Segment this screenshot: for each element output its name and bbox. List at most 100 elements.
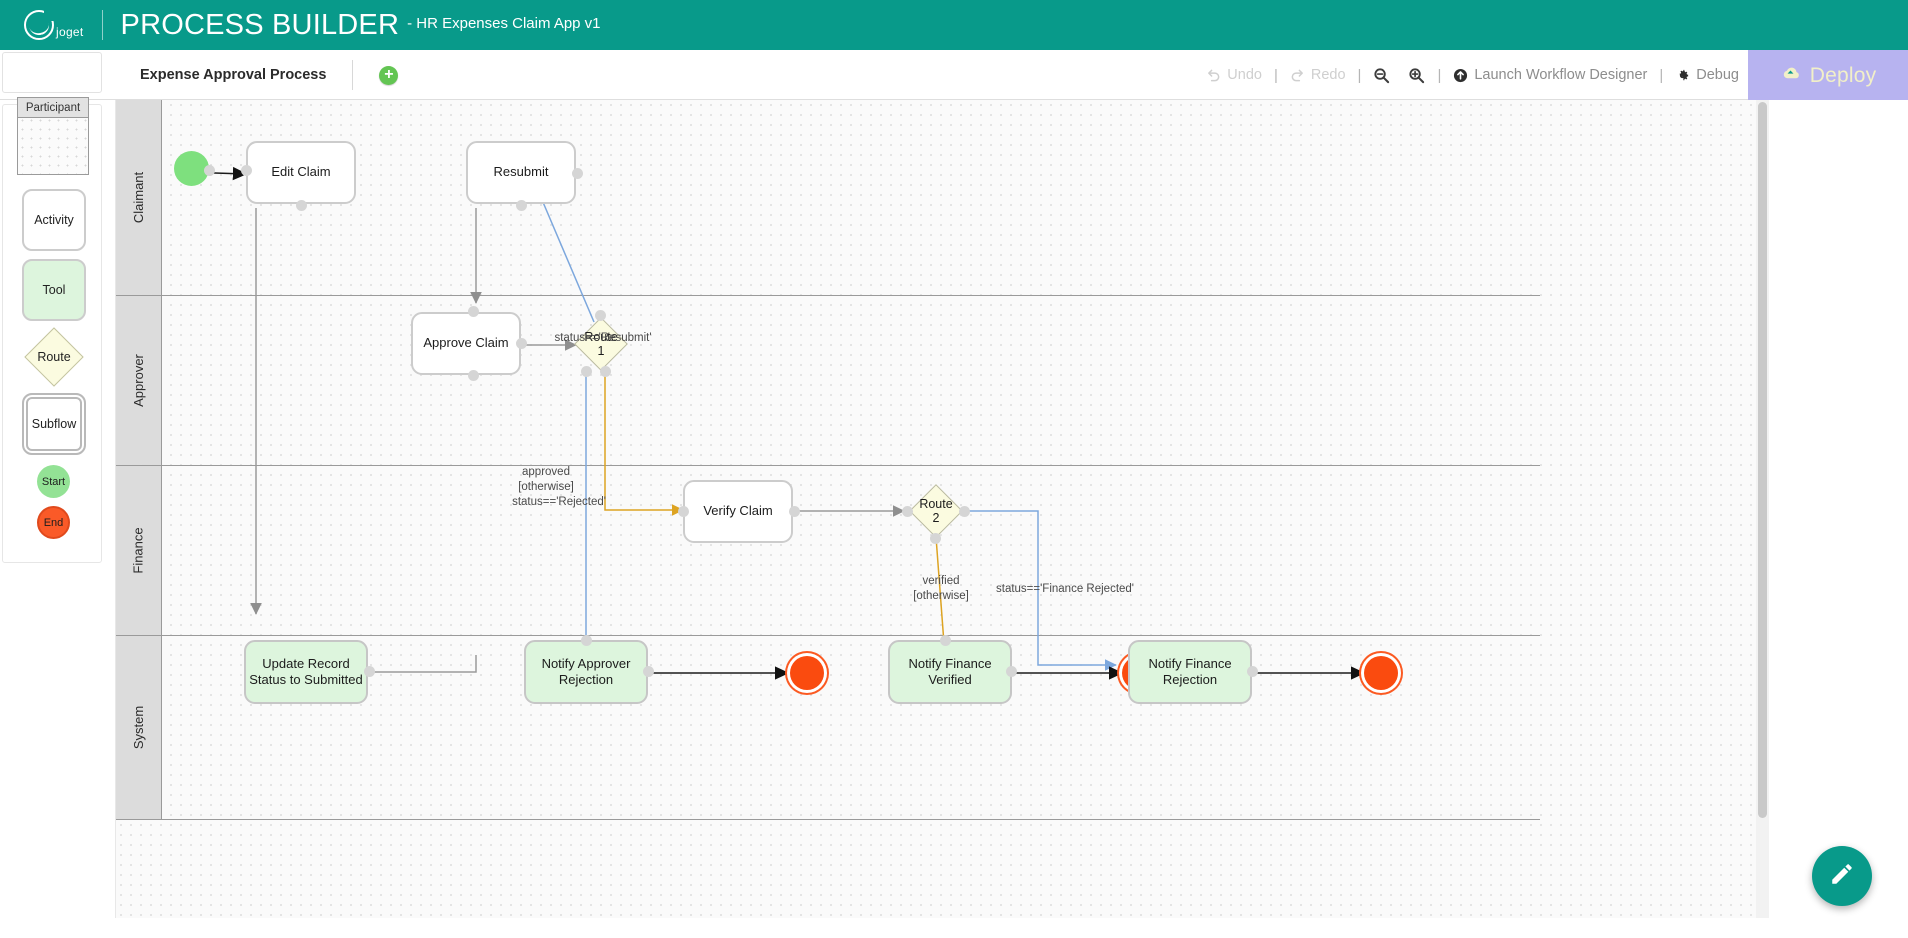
edge-label-approved: approved	[522, 466, 570, 478]
undo-label: Undo	[1227, 67, 1262, 83]
palette-item-start[interactable]: Start	[37, 465, 70, 498]
palette-item-subflow[interactable]: Subflow	[22, 393, 86, 455]
tab-expense-approval-process[interactable]: Expense Approval Process	[140, 67, 327, 83]
node-resubmit-label: Resubmit	[493, 164, 549, 180]
node-route-1-label-line2: 1	[597, 344, 605, 358]
joget-logo[interactable]: joget	[24, 10, 84, 40]
swimlane-approver-label: Approver	[131, 354, 146, 407]
node-route-2[interactable]: Route 2	[906, 482, 966, 540]
port-notify-approver-top	[581, 635, 592, 646]
node-verify-claim-label: Verify Claim	[703, 503, 773, 519]
palette-item-end-label: End	[43, 516, 64, 529]
node-verify-claim[interactable]: Verify Claim	[683, 480, 793, 543]
swimlane-approver[interactable]: Approver	[116, 296, 1540, 466]
edge-label-status-finance-rejected: status=='Finance Rejected'	[996, 583, 1134, 595]
redo-icon	[1290, 68, 1305, 83]
port-route2-bottom	[930, 533, 941, 544]
toolbar-separator-1: |	[1273, 66, 1278, 84]
node-notify-finance-rejection[interactable]: Notify Finance Rejection	[1128, 640, 1252, 704]
palette-item-route-label: Route	[37, 350, 71, 364]
edge-label-verified: verified	[922, 575, 960, 587]
swimlane-system[interactable]: System	[116, 636, 1540, 820]
add-process-button[interactable]: +	[379, 65, 399, 85]
process-canvas[interactable]: Claimant Approver Finance System	[115, 100, 1769, 918]
node-end-event-3[interactable]	[1364, 656, 1398, 690]
debug-button[interactable]: Debug	[1666, 67, 1748, 83]
palette-item-tool[interactable]: Tool	[22, 259, 86, 321]
edge-label-otherwise-1: [otherwise]	[518, 481, 574, 493]
port-approve-top	[468, 306, 479, 317]
debug-label: Debug	[1696, 67, 1739, 83]
launch-workflow-designer-label: Launch Workflow Designer	[1474, 67, 1648, 83]
edge-label-status-rejected: status=='Rejected'	[512, 496, 606, 508]
port-route1-top	[595, 310, 606, 321]
node-update-record-status[interactable]: Update Record Status to Submitted	[244, 640, 368, 704]
node-notify-finance-verified[interactable]: Notify Finance Verified	[888, 640, 1012, 704]
palette-item-tool-label: Tool	[42, 283, 66, 297]
canvas-scrollbar-thumb[interactable]	[1758, 102, 1767, 818]
swimlane-finance[interactable]: Finance	[116, 466, 1540, 636]
port-notify-finance-verified-top	[940, 635, 951, 646]
palette-item-end[interactable]: End	[37, 506, 70, 539]
node-end-event-1[interactable]	[790, 656, 824, 690]
swimlane-claimant-header[interactable]: Claimant	[116, 100, 162, 295]
toolbar-separator-4: |	[1659, 66, 1664, 84]
swimlane-system-label: System	[131, 705, 146, 750]
node-start-event[interactable]	[174, 151, 209, 186]
page-title: PROCESS BUILDER	[120, 8, 400, 41]
swimlane-approver-header[interactable]: Approver	[116, 296, 162, 465]
node-approve-claim[interactable]: Approve Claim	[411, 312, 521, 375]
zoom-in-icon	[1408, 67, 1425, 84]
node-edit-claim[interactable]: Edit Claim	[246, 141, 356, 204]
port-edit-bottom	[296, 200, 307, 211]
node-notify-finance-rejection-label: Notify Finance Rejection	[1148, 655, 1232, 687]
swimlane-finance-header[interactable]: Finance	[116, 466, 162, 635]
node-route-2-label-line2: 2	[932, 511, 940, 525]
cloud-upload-icon	[1780, 65, 1801, 87]
edit-fab-button[interactable]	[1812, 846, 1872, 906]
port-start-right	[204, 165, 215, 176]
node-update-record-status-label: Update Record Status to Submitted	[249, 655, 363, 687]
port-verify-left	[678, 506, 689, 517]
node-notify-approver-rejection-label: Notify Approver Rejection	[541, 655, 631, 687]
node-resubmit[interactable]: Resubmit	[466, 141, 576, 204]
secondary-toolbar: Expense Approval Process + Undo | Redo |	[0, 50, 1908, 100]
node-approve-claim-label: Approve Claim	[423, 335, 509, 351]
swimlane-approver-body[interactable]	[162, 296, 1540, 465]
launch-icon	[1453, 68, 1468, 83]
port-notify-finance-rejection-right	[1247, 666, 1258, 677]
swimlane-finance-body[interactable]	[162, 466, 1540, 635]
deploy-button[interactable]: Deploy	[1748, 50, 1908, 101]
swimlane-system-header[interactable]: System	[116, 636, 162, 819]
zoom-in-button[interactable]	[1399, 67, 1434, 84]
launch-workflow-designer-button[interactable]: Launch Workflow Designer	[1444, 67, 1656, 83]
port-route2-right	[959, 506, 970, 517]
joget-logo-icon	[24, 10, 54, 40]
node-notify-finance-verified-label: Notify Finance Verified	[908, 655, 992, 687]
tab-separator	[352, 60, 354, 90]
element-palette: Participant Activity Tool Route Subflow …	[2, 97, 102, 563]
node-route-1[interactable]: Route 1	[571, 315, 631, 373]
swimlane-system-body[interactable]	[162, 636, 1540, 819]
swimlane-claimant-body[interactable]	[162, 100, 1540, 295]
palette-item-participant[interactable]: Participant	[17, 97, 89, 175]
redo-button[interactable]: Redo	[1281, 67, 1355, 83]
undo-button[interactable]: Undo	[1197, 67, 1271, 83]
port-route1-bottom-right	[600, 366, 611, 377]
node-notify-approver-rejection[interactable]: Notify Approver Rejection	[524, 640, 648, 704]
joget-logo-text: joget	[56, 25, 84, 39]
palette-item-route[interactable]: Route	[24, 327, 84, 387]
canvas-toolbar: Undo | Redo | | Launch Workflow Designer	[1197, 50, 1748, 100]
app-header: joget PROCESS BUILDER - HR Expenses Clai…	[0, 0, 1908, 50]
port-notify-finance-verified-right	[1006, 666, 1017, 677]
node-edit-claim-label: Edit Claim	[271, 164, 331, 180]
canvas-vertical-scrollbar[interactable]	[1756, 100, 1769, 918]
zoom-out-button[interactable]	[1364, 67, 1399, 84]
palette-item-activity[interactable]: Activity	[22, 189, 86, 251]
edge-label-status-resubmit: status=='Resubmit'	[554, 332, 652, 344]
node-route-2-label-line1: Route	[919, 496, 953, 511]
swimlane-claimant[interactable]: Claimant	[116, 100, 1540, 296]
palette-search-box[interactable]	[2, 52, 102, 93]
palette-item-subflow-label: Subflow	[31, 417, 77, 431]
port-approve-right	[516, 338, 527, 349]
